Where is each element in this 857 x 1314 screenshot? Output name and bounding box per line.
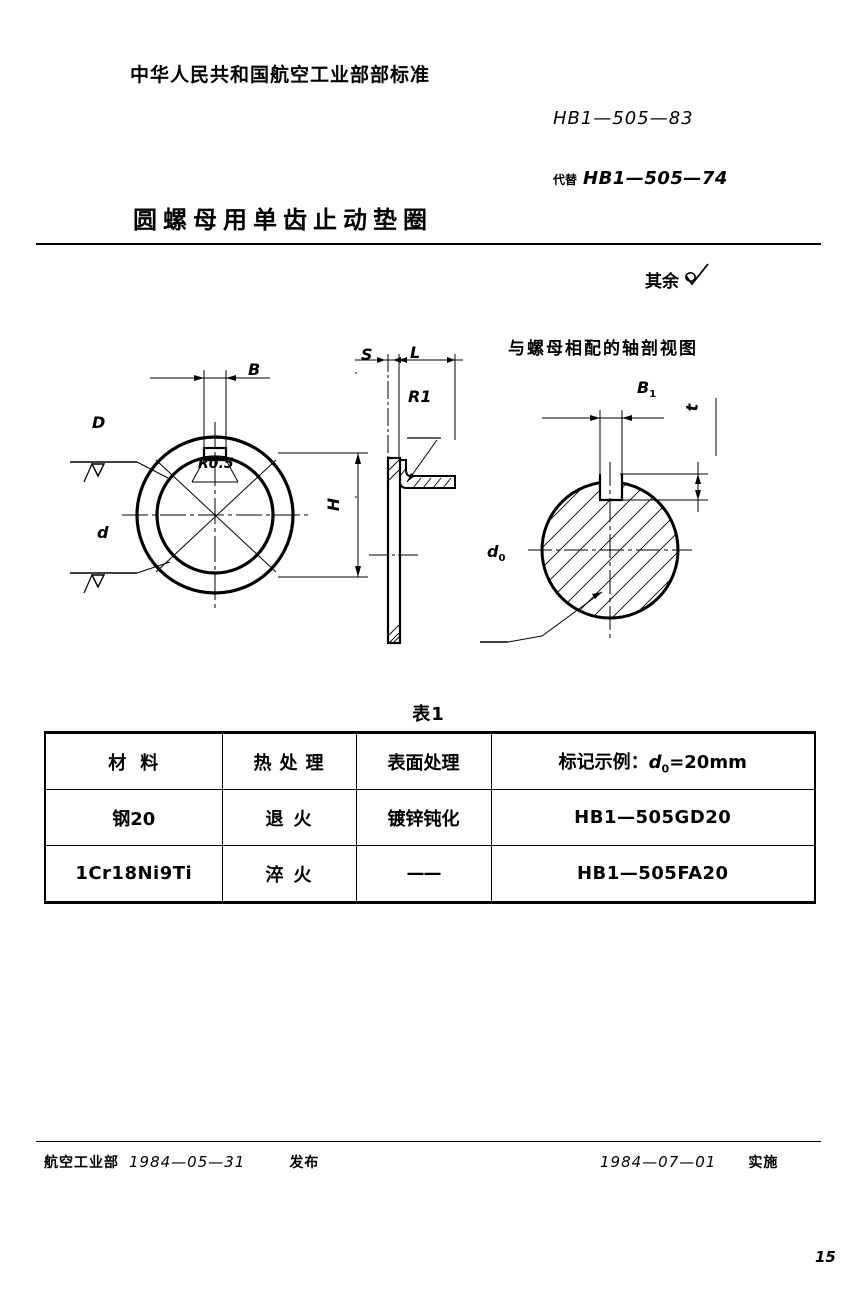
header-surface-treatment: 表面处理 (355, 731, 492, 790)
footer-issuer: 航空工业部 (44, 1155, 119, 1171)
front-view-label-d: d (97, 523, 109, 542)
cell-material-1: 钢20 (44, 789, 223, 846)
page-title: 圆螺母用单齿止动垫圈 (133, 206, 433, 234)
replaces-standard-number: HB1—505—74 (583, 168, 728, 189)
side-section-view-drawing (355, 354, 463, 645)
standard-number: HB1—505—83 (553, 108, 694, 129)
header-heat-treatment: 热处理 (221, 731, 357, 790)
replaces-label: 代替 (553, 173, 578, 187)
footer-divider (36, 1141, 821, 1142)
table-row: 1Cr18Ni9Ti 淬火 —— HB1—505FA20 (44, 845, 816, 904)
footer-effective-block: 1984—07—01 实施 (600, 1152, 778, 1172)
cell-heat-treatment-2: 淬火 (221, 845, 357, 904)
side-view-label-L: L (410, 343, 421, 362)
marking-example-sub: 0 (661, 762, 670, 776)
assembly-view-label-B1: B1 (637, 378, 657, 401)
cell-material-2: 1Cr18Ni9Ti (44, 845, 223, 904)
cell-surface-treatment-2: —— (355, 845, 492, 904)
front-view-drawing (70, 370, 368, 612)
front-view-label-R05: R0.5 (198, 456, 234, 472)
surface-finish-symbol-icon (685, 263, 709, 286)
page-number: 15 (815, 1248, 836, 1266)
cell-surface-treatment-1: 镀锌钝化 (355, 789, 492, 846)
footer-issue-date: 1984—05—31 (129, 1153, 246, 1171)
footer-effective-action: 实施 (748, 1155, 779, 1171)
side-view-label-S: S (361, 345, 373, 364)
remaining-surface-label: 其余 (645, 272, 679, 292)
cell-heat-treatment-1: 退火 (221, 789, 357, 846)
footer-effective-date: 1984—07—01 (600, 1153, 717, 1171)
header-divider (36, 243, 821, 245)
cell-marking-1: HB1—505GD20 (490, 789, 816, 846)
assembly-view-caption: 与螺母相配的轴剖视图 (508, 339, 698, 359)
marking-example-value: =20mm (669, 751, 747, 773)
technical-drawing-area: B D d R0.5 H (0, 250, 857, 680)
front-view-label-B: B (248, 360, 261, 379)
cell-marking-2: HB1—505FA20 (490, 845, 816, 904)
footer-issue-action: 发布 (289, 1155, 320, 1171)
remaining-surface-note: 其余 (645, 262, 712, 292)
side-view-label-R1: R1 (408, 387, 432, 406)
header-marking-example: 标记示例：d0=20mm (490, 731, 816, 790)
table-row: 钢20 退火 镀锌钝化 HB1—505GD20 (44, 789, 816, 846)
front-view-label-H: H (324, 497, 344, 512)
assembly-view-label-d0: d0 (487, 542, 506, 565)
footer-issue-block: 航空工业部 1984—05—31 发布 (44, 1152, 319, 1172)
front-view-label-D: D (92, 413, 106, 432)
table-title: 表1 (412, 704, 445, 725)
table-header-row: 材料 热处理 表面处理 标记示例：d0=20mm (44, 731, 816, 790)
assembly-section-view-drawing (480, 398, 717, 643)
marking-example-var: d (648, 751, 662, 773)
specification-table: 材料 热处理 表面处理 标记示例：d0=20mm 钢20 退火 镀锌钝化 HB1… (44, 731, 816, 904)
replaces-notice: 代替 HB1—505—74 (553, 168, 728, 189)
assembly-view-label-t: t (682, 403, 702, 412)
marking-example-prefix: 标记示例： (558, 751, 649, 773)
issuing-organization: 中华人民共和国航空工业部部标准 (130, 64, 431, 86)
header-material: 材料 (44, 731, 223, 790)
